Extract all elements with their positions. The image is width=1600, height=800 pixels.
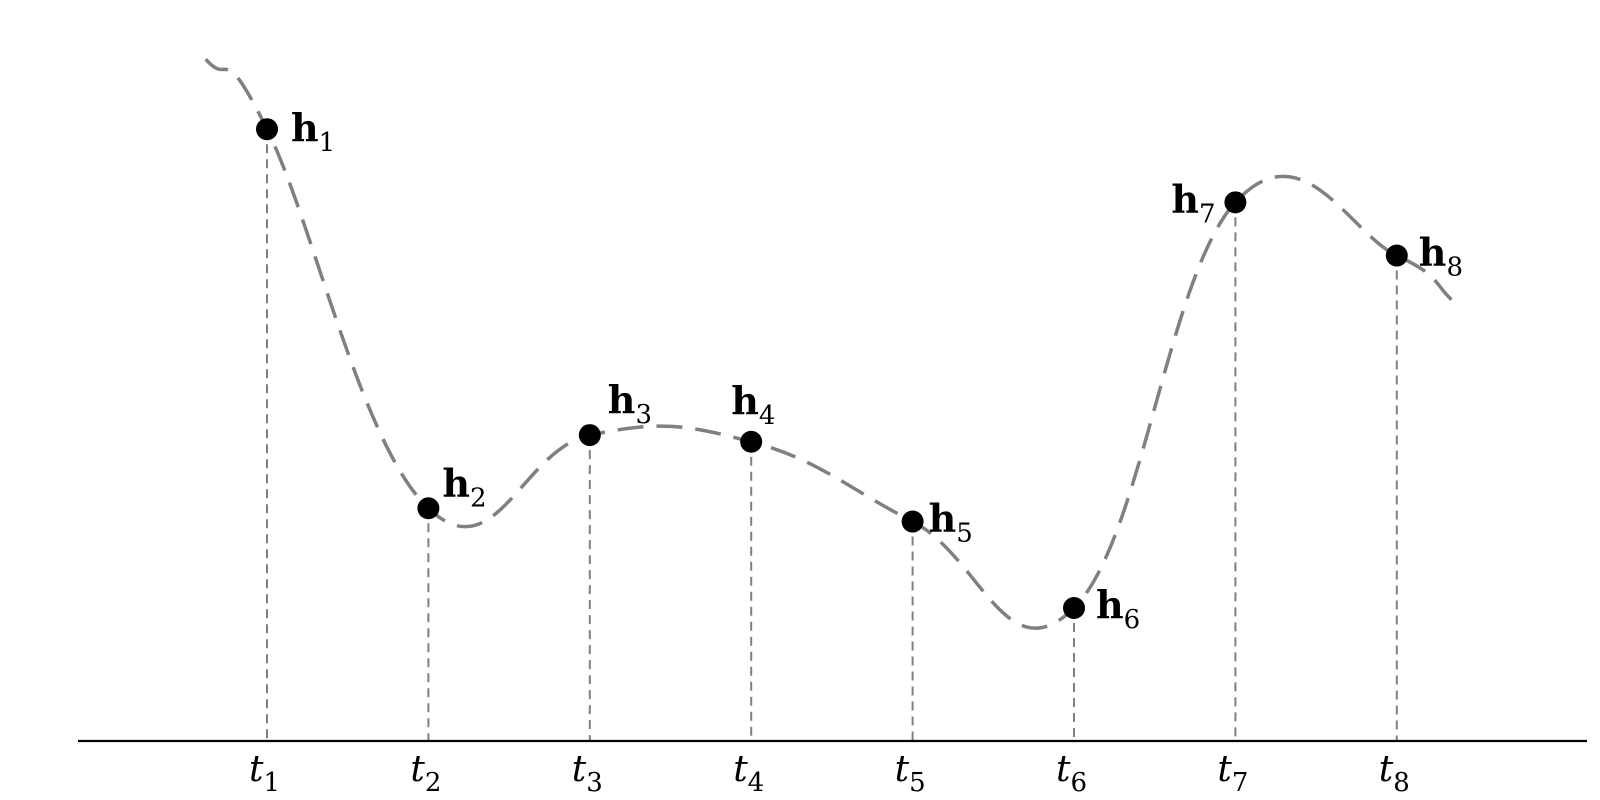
point-h6 [1063,597,1085,619]
tick-t2-sub: 2 [425,768,442,798]
tick-t1-sub: 1 [263,768,280,798]
label-h3-sub: 3 [635,400,652,430]
label-h2: h2 [442,460,486,513]
point-h4 [740,430,763,453]
tick-t2: t2 [410,749,441,798]
tick-t2-main: t [410,749,425,790]
label-h7-sub: 7 [1199,199,1216,229]
point-h1 [256,118,278,141]
tick-t1-main: t [249,749,264,790]
label-h5-main: h [929,496,957,541]
dashed-curve [204,58,1460,630]
tick-t8-main: t [1379,749,1394,790]
label-h2-sub: 2 [470,483,487,513]
tick-t6: t6 [1056,749,1087,798]
tick-t4-main: t [733,749,748,790]
label-h1-sub: 1 [319,128,336,158]
tick-t5: t5 [895,749,926,798]
label-h3: h3 [608,377,652,430]
tick-t7-main: t [1217,749,1232,790]
label-h2-main: h [442,460,470,505]
point-h3 [578,424,601,447]
stems-layer [266,129,1398,741]
label-h4: h4 [731,378,775,431]
tick-t6-main: t [1056,749,1071,790]
tick-t1: t1 [249,749,280,798]
label-h6-sub: 6 [1124,605,1141,635]
label-h7: h7 [1171,176,1215,229]
label-h8-main: h [1419,230,1447,275]
label-h1-main: h [291,105,319,150]
label-h8-sub: 8 [1446,253,1463,283]
label-h3-main: h [608,377,636,422]
tick-t3-sub: 3 [586,768,603,798]
label-h8: h8 [1419,230,1463,283]
label-h4-main: h [731,378,759,423]
point-h7 [1224,191,1247,214]
tick-t4: t4 [733,749,764,798]
label-h6-main: h [1096,582,1124,627]
label-h4-sub: 4 [759,401,776,431]
label-h1: h1 [291,105,335,158]
label-h7-main: h [1171,176,1199,221]
point-h2 [417,497,440,520]
points-layer [256,118,1408,619]
label-h5: h5 [929,496,973,549]
tick-t4-sub: 4 [748,768,765,798]
tick-t7: t7 [1217,749,1248,798]
tick-t3-main: t [572,749,587,790]
tick-t8: t8 [1379,749,1410,798]
tick-t3: t3 [572,749,603,798]
tick-t5-sub: 5 [909,768,926,798]
tick-t7-sub: 7 [1232,768,1249,798]
tick-t6-sub: 6 [1070,768,1087,798]
label-h6: h6 [1096,582,1140,635]
label-h5-sub: 5 [956,519,973,549]
point-h8 [1385,244,1408,267]
point-h5 [901,510,924,533]
tick-t8-sub: 8 [1393,768,1410,798]
tick-t5-main: t [895,749,910,790]
